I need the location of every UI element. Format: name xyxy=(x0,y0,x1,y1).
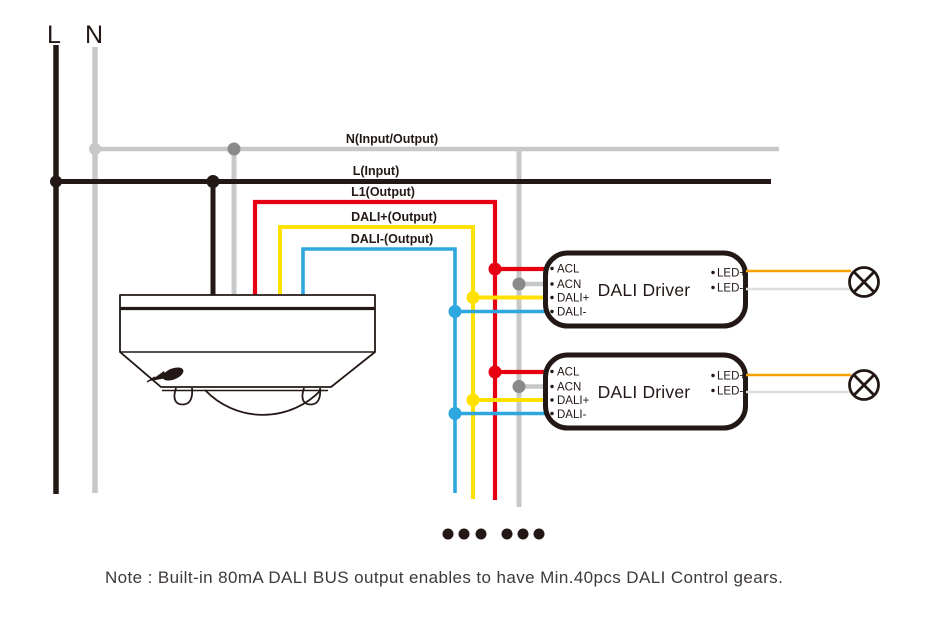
note-text: Note : Built-in 80mA DALI BUS output ena… xyxy=(105,568,783,587)
sensor-dome-lens xyxy=(204,389,322,416)
sensor-left-foot xyxy=(173,387,194,406)
dali-plus-wire xyxy=(278,225,475,499)
driver2-terminal-acn: ACN xyxy=(557,382,581,394)
driver2-acl-junction-dot xyxy=(488,365,502,379)
driver2-terminal-acl: ACL xyxy=(557,367,580,379)
driver2-terminal-dali-minus: DALI- xyxy=(557,409,587,421)
dali-minus-wire xyxy=(301,247,457,493)
dali-driver-1: ACL ACN DALI+ DALI- DALI Driver LED+ LED… xyxy=(543,250,748,329)
terminal-dot xyxy=(550,369,554,374)
dali-minus-wire-label: DALI-(Output) xyxy=(351,232,434,246)
driver1-terminal-dali-plus: DALI+ xyxy=(557,293,590,305)
live-junction-dot xyxy=(50,175,62,188)
terminal-dot xyxy=(711,388,715,393)
sensor-live-junction-dot xyxy=(206,175,220,188)
driver2-terminal-led-plus: LED+ xyxy=(717,371,746,383)
sensor-screw-icon xyxy=(146,367,184,383)
terminal-dot xyxy=(711,270,715,275)
terminal-dot xyxy=(711,285,715,290)
driver1-dali-minus-junction-dot xyxy=(448,305,462,318)
driver2-acn-junction-dot xyxy=(512,380,526,393)
terminal-dot xyxy=(550,295,554,300)
neutral-label: N xyxy=(85,21,103,49)
driver2-box xyxy=(543,352,748,431)
driver2-terminal-dali-plus: DALI+ xyxy=(557,395,590,407)
terminal-dot xyxy=(550,398,554,402)
driver1-terminal-dali-minus: DALI- xyxy=(557,307,587,319)
driver2-terminal-led-minus: LED- xyxy=(717,386,743,398)
live-in-wire-label: L(Input) xyxy=(353,164,400,178)
dali-driver-2: ACL ACN DALI+ DALI- DALI Driver LED+ LED… xyxy=(543,352,748,431)
terminal-dot xyxy=(711,373,715,378)
driver1-title: DALI Driver xyxy=(598,280,691,300)
driver2-dali-minus-junction-dot xyxy=(448,407,462,420)
neutral-junction-dot xyxy=(89,143,101,155)
live-out-wire-label: L1(Output) xyxy=(351,185,415,199)
sensor-neutral-junction-dot xyxy=(227,142,241,156)
driver1-acn-junction-dot xyxy=(512,277,526,291)
driver1-box xyxy=(543,250,748,329)
terminal-dot xyxy=(550,384,554,389)
terminal-dot xyxy=(550,282,554,286)
dali-plus-wire-label: DALI+(Output) xyxy=(351,210,437,224)
driver1-terminal-led-plus: LED+ xyxy=(717,268,746,280)
terminal-dot xyxy=(550,411,554,416)
lamp-icon xyxy=(848,369,880,401)
continuation-dots-icon xyxy=(442,528,545,540)
lamp-icon xyxy=(848,266,880,298)
driver2-dali-plus-junction-dot xyxy=(466,393,480,407)
motion-sensor-icon xyxy=(119,294,376,416)
driver1-terminal-led-minus: LED- xyxy=(717,283,743,295)
sensor-right-foot xyxy=(301,387,322,406)
live-label: L xyxy=(47,21,61,49)
driver1-dali-plus-junction-dot xyxy=(466,291,480,304)
terminal-dot xyxy=(550,266,554,271)
driver1-terminal-acl: ACL xyxy=(557,264,580,276)
driver1-terminal-acn: ACN xyxy=(557,279,581,291)
driver1-acl-junction-dot xyxy=(488,262,502,276)
l1-output-wire xyxy=(252,199,498,500)
terminal-dot xyxy=(550,309,554,314)
driver2-title: DALI Driver xyxy=(598,382,691,402)
neutral-wire-label: N(Input/Output) xyxy=(346,132,438,146)
